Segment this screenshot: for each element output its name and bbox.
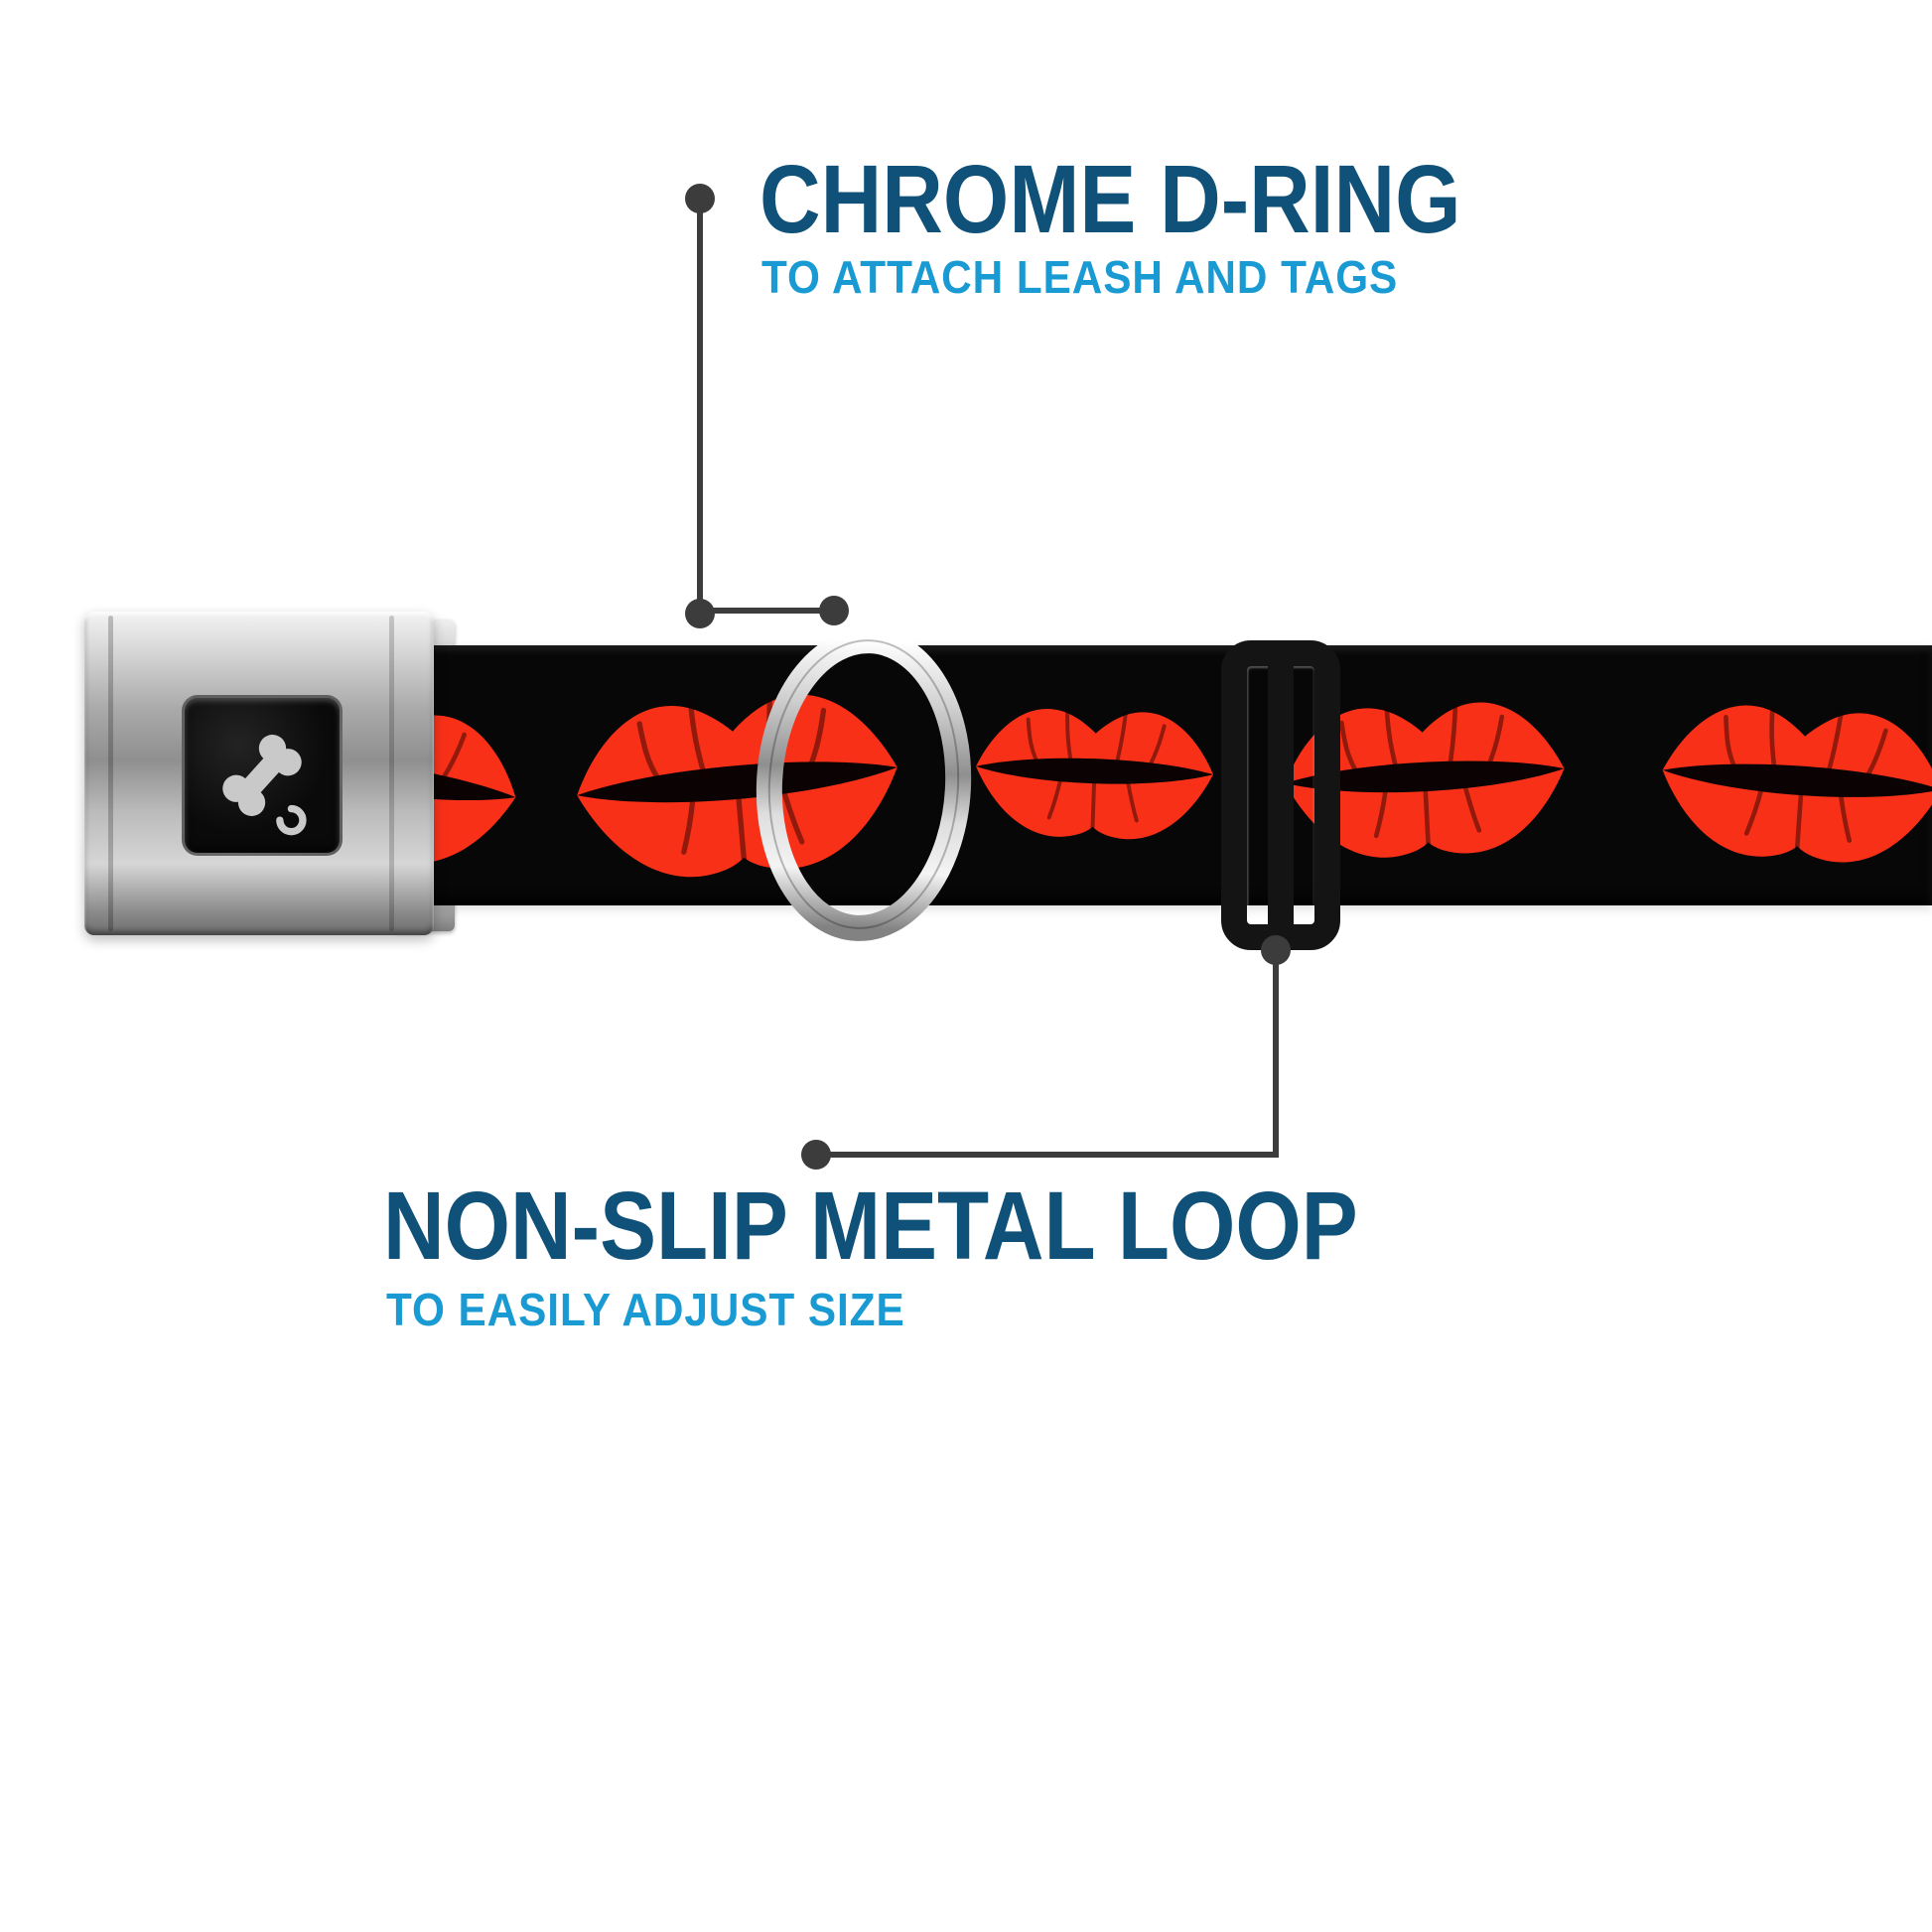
slide-adjuster-frame bbox=[1221, 640, 1340, 950]
bottom-callout-title: NON-SLIP METAL LOOP bbox=[383, 1172, 1358, 1280]
buckle-release-seam bbox=[108, 616, 113, 931]
top-callout-dot-corner bbox=[685, 599, 715, 628]
bottom-callout-line-horizontal bbox=[816, 1152, 1279, 1158]
webbing-strap bbox=[417, 645, 1932, 905]
chrome-d-ring bbox=[756, 627, 972, 941]
top-callout-subtitle: TO ATTACH LEASH AND TAGS bbox=[761, 251, 1399, 303]
seatbelt-buckle bbox=[84, 612, 434, 935]
top-callout-title: CHROME D-RING bbox=[759, 145, 1461, 253]
dog-bone-icon bbox=[222, 735, 307, 836]
bottom-callout-subtitle: TO EASILY ADJUST SIZE bbox=[386, 1284, 905, 1335]
lips-print-icon bbox=[965, 669, 1225, 873]
buckle-logo-plate bbox=[182, 695, 343, 856]
lips-print-icon bbox=[417, 645, 541, 905]
top-callout-line-vertical bbox=[697, 199, 703, 614]
non-slip-metal-loop bbox=[1221, 640, 1340, 950]
buckle-right-seam bbox=[389, 616, 394, 931]
top-callout-dot-target bbox=[819, 596, 849, 625]
lips-print-icon bbox=[1645, 655, 1932, 904]
top-callout-line-horizontal bbox=[700, 608, 837, 614]
slide-adjuster-center-bar bbox=[1268, 656, 1294, 934]
bottom-callout-line-vertical bbox=[1273, 950, 1279, 1155]
bottom-callout-dot-text bbox=[801, 1140, 831, 1170]
